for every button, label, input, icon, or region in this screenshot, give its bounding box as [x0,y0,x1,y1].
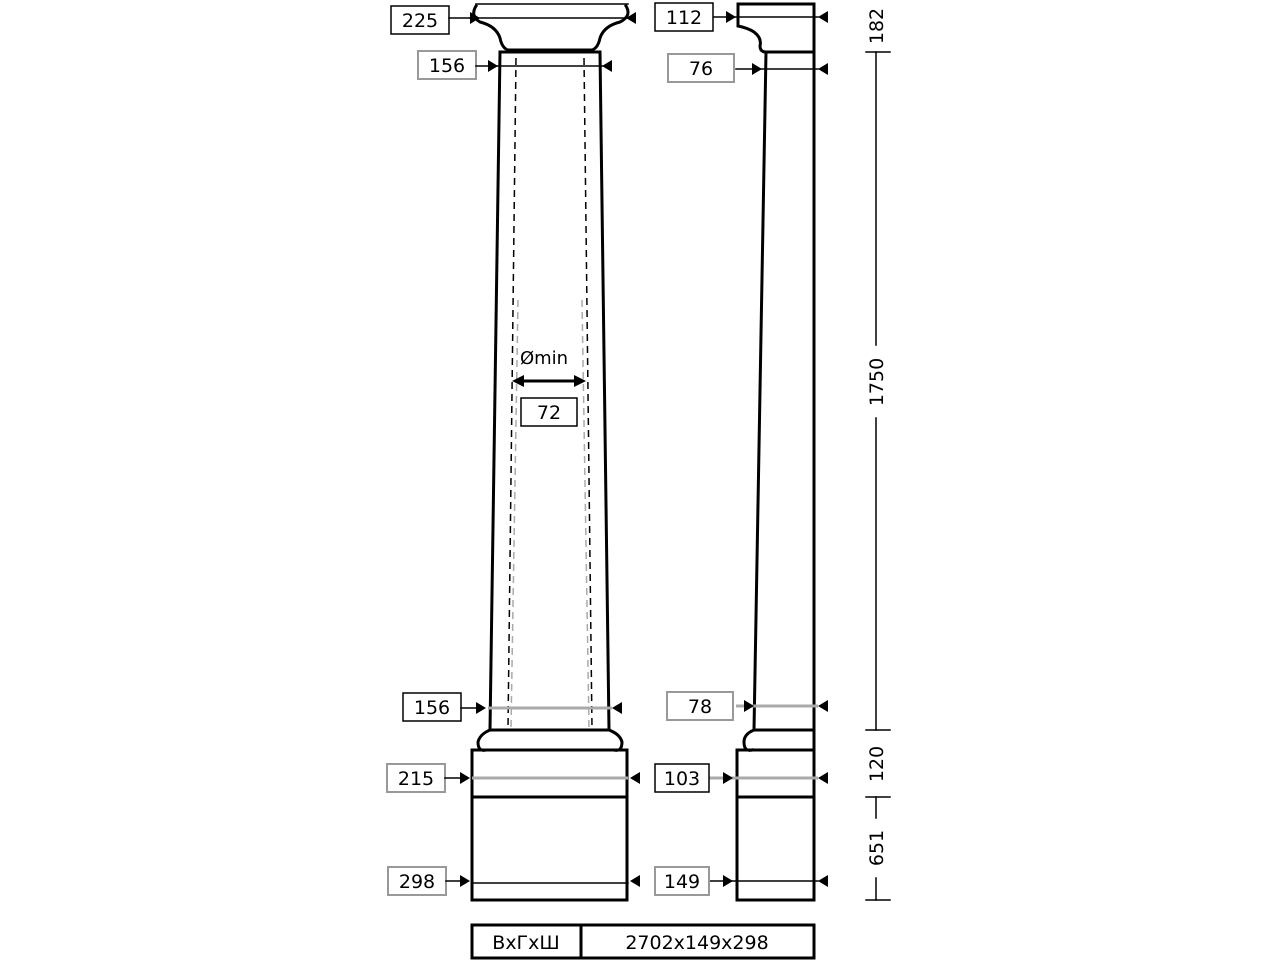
side-bottom-neck-width-box [666,691,734,721]
front-base-width-label: 298 [399,871,435,893]
arrow-icon [818,63,828,75]
arrow-icon [460,772,470,784]
side-base-width-label: 149 [664,871,700,893]
arrow-icon [488,60,498,72]
side-top-width-box [654,2,714,32]
side-shaft-left [752,50,768,732]
side-base-molding [742,728,756,752]
side-capital-outline [736,4,768,54]
front-base-molding [476,728,624,752]
diameter-value-box [520,397,578,427]
arrow-icon [818,772,828,784]
spec-table: ВхГхШ 2702x149x298 [470,923,816,960]
arrow-icon [726,11,736,23]
front-inner-dash-right [583,57,593,729]
side-base-width-box [654,866,710,896]
front-shaft-left [488,50,502,732]
front-inner-dash-left [507,57,517,729]
arrow-icon [630,772,640,784]
height-dimensions: 182 1750 120 651 [865,8,891,901]
arrow-icon [460,875,470,887]
arrow-icon [574,375,586,387]
arrow-icon [512,375,524,387]
side-base-upper-width-label: 103 [664,768,700,790]
front-neck-width-box [417,50,477,80]
arrow-icon [612,702,622,714]
height-shaft-label: 1750 [866,358,888,406]
side-neck-width-label: 76 [689,58,713,80]
diameter-min-label: Ømin [520,348,568,369]
front-view [469,3,633,902]
front-base-upper-width-label: 215 [398,768,434,790]
height-base-mold-label: 120 [866,746,888,782]
side-base-upper-width-box [654,763,710,793]
arrow-icon [744,700,754,712]
arrow-icon [476,702,486,714]
arrow-icon [723,875,733,887]
front-neck-width-label: 156 [429,55,465,77]
diameter-value-label: 72 [537,402,561,424]
front-shaft-right [598,50,611,732]
height-capital-label: 182 [866,8,888,44]
side-bottom-neck-width-label: 78 [688,696,712,718]
front-bottom-neck-width-box [402,692,462,722]
side-view [707,2,819,902]
front-capital-outline [472,3,630,52]
arrow-icon [630,875,640,887]
arrow-icon [818,11,828,23]
arrow-icon [626,12,636,24]
front-bottom-neck-width-label: 156 [414,697,450,719]
spec-table-label: ВхГхШ [492,932,559,954]
front-dimension-labels: 225 156 Ømin 72 156 215 298 [386,5,640,896]
arrow-icon [470,12,480,24]
side-dimension-labels: 112 76 78 103 149 [654,2,828,896]
front-top-width-label: 225 [402,10,438,32]
arrow-icon [818,875,828,887]
side-neck-width-box [667,53,735,83]
front-top-width-box [390,5,450,35]
side-top-width-label: 112 [666,7,702,29]
spec-table-value: 2702x149x298 [625,932,768,954]
spec-table-frame [470,923,816,960]
arrow-icon [752,63,762,75]
height-plinth-label: 651 [866,830,888,866]
arrow-icon [723,772,733,784]
arrow-icon [602,60,612,72]
arrow-icon [818,700,828,712]
